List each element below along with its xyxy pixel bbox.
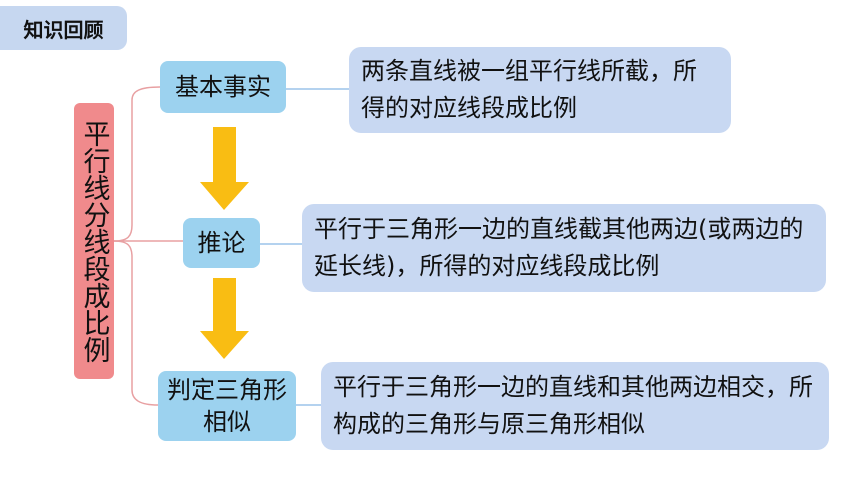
main-brace: [113, 240, 159, 406]
main-topic-label: 平行线分线段成比例: [78, 119, 110, 363]
description-basic-fact: 两条直线被一组平行线所截，所得的对应线段成比例: [349, 47, 731, 133]
branch-node-basic-fact: 基本事实: [160, 61, 286, 113]
description-text: 两条直线被一组平行线所截，所得的对应线段成比例: [361, 56, 697, 122]
description-corollary: 平行于三角形一边的直线截其他两边(或两边的延长线)，所得的对应线段成比例: [302, 204, 826, 292]
description-text: 平行于三角形一边的直线和其他两边相交，所构成的三角形与原三角形相似: [333, 372, 813, 438]
branch-label: 基本事实: [175, 72, 271, 101]
down-arrow-icon: [200, 127, 249, 210]
main-brace: [113, 86, 161, 242]
down-arrow-icon: [200, 278, 249, 359]
section-title: 知识回顾: [0, 6, 127, 50]
main-topic: 平行线分线段成比例: [74, 103, 114, 379]
branch-label: 推论: [197, 228, 246, 257]
description-similarity-test: 平行于三角形一边的直线和其他两边相交，所构成的三角形与原三角形相似: [321, 362, 829, 450]
branch-node-corollary: 推论: [183, 218, 260, 268]
branch-node-similarity-test: 判定三角形相似: [158, 371, 296, 441]
branch-label: 判定三角形相似: [167, 375, 287, 436]
description-text: 平行于三角形一边的直线截其他两边(或两边的延长线)，所得的对应线段成比例: [314, 214, 804, 280]
